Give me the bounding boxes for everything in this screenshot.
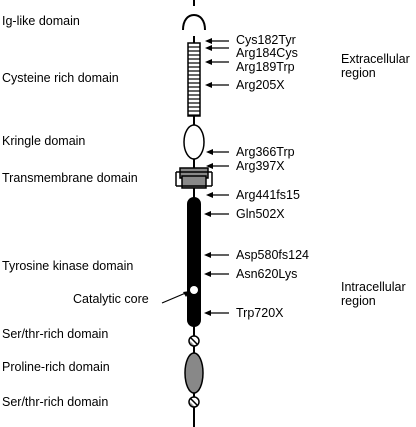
ser-thr-circle-lower [188,396,200,408]
mutation-label: Arg184Cys [236,46,298,60]
mutation-label: Asp580fs124 [236,248,309,262]
mutation-label: Arg397X [236,159,285,173]
label-transmembrane-domain: Transmembrane domain [2,171,138,185]
mutation-arrow [205,38,229,44]
mutation-label: Cys182Tyr [236,33,296,47]
mutation-arrow [206,192,229,198]
label-ser-thr-rich-domain-upper: Ser/thr-rich domain [2,327,109,341]
mutation-arrow [205,59,229,65]
label-kringle-domain: Kringle domain [2,134,86,148]
region-extracellular-line2: region [341,66,376,80]
label-catalytic-core: Catalytic core [73,292,149,306]
mutation-arrow [205,82,229,88]
label-tyrosine-kinase-domain: Tyrosine kinase domain [2,259,134,273]
mutation-label: Arg205X [236,78,285,92]
mutation-label: Arg441fs15 [236,188,300,202]
tyrosine-kinase-bar [187,197,201,327]
mutation-arrow [206,163,229,169]
label-ig-like-domain: Ig-like domain [2,14,80,28]
kringle-oval [183,124,205,160]
mutation-arrow [204,252,229,258]
mutation-label: Trp720X [236,306,284,320]
mutation-arrow [205,45,229,51]
catalytic-core-pointer [161,291,189,304]
mutation-arrow [204,271,229,277]
region-intracellular-line2: region [341,294,376,308]
mutation-label: Arg366Trp [236,145,295,159]
label-cysteine-rich-domain: Cysteine rich domain [2,71,119,85]
ig-like-loop [182,6,206,36]
region-intracellular-line1: Intracellular [341,280,406,294]
label-ser-thr-rich-domain-lower: Ser/thr-rich domain [2,395,109,409]
catalytic-core-dot [190,286,198,294]
mutation-label: Gln502X [236,207,285,221]
ser-thr-circle-upper [188,335,200,347]
mutation-arrow [206,149,229,155]
proline-rich-oval [184,352,204,394]
mutation-label: Arg189Trp [236,60,295,74]
cysteine-rich-ladder [187,42,201,117]
mutation-arrow [204,211,229,217]
transmembrane-block [175,167,213,189]
mutation-label: Asn620Lys [236,267,298,281]
mutation-arrow [204,310,229,316]
region-extracellular-line1: Extracellular [341,52,410,66]
label-proline-rich-domain: Proline-rich domain [2,360,110,374]
